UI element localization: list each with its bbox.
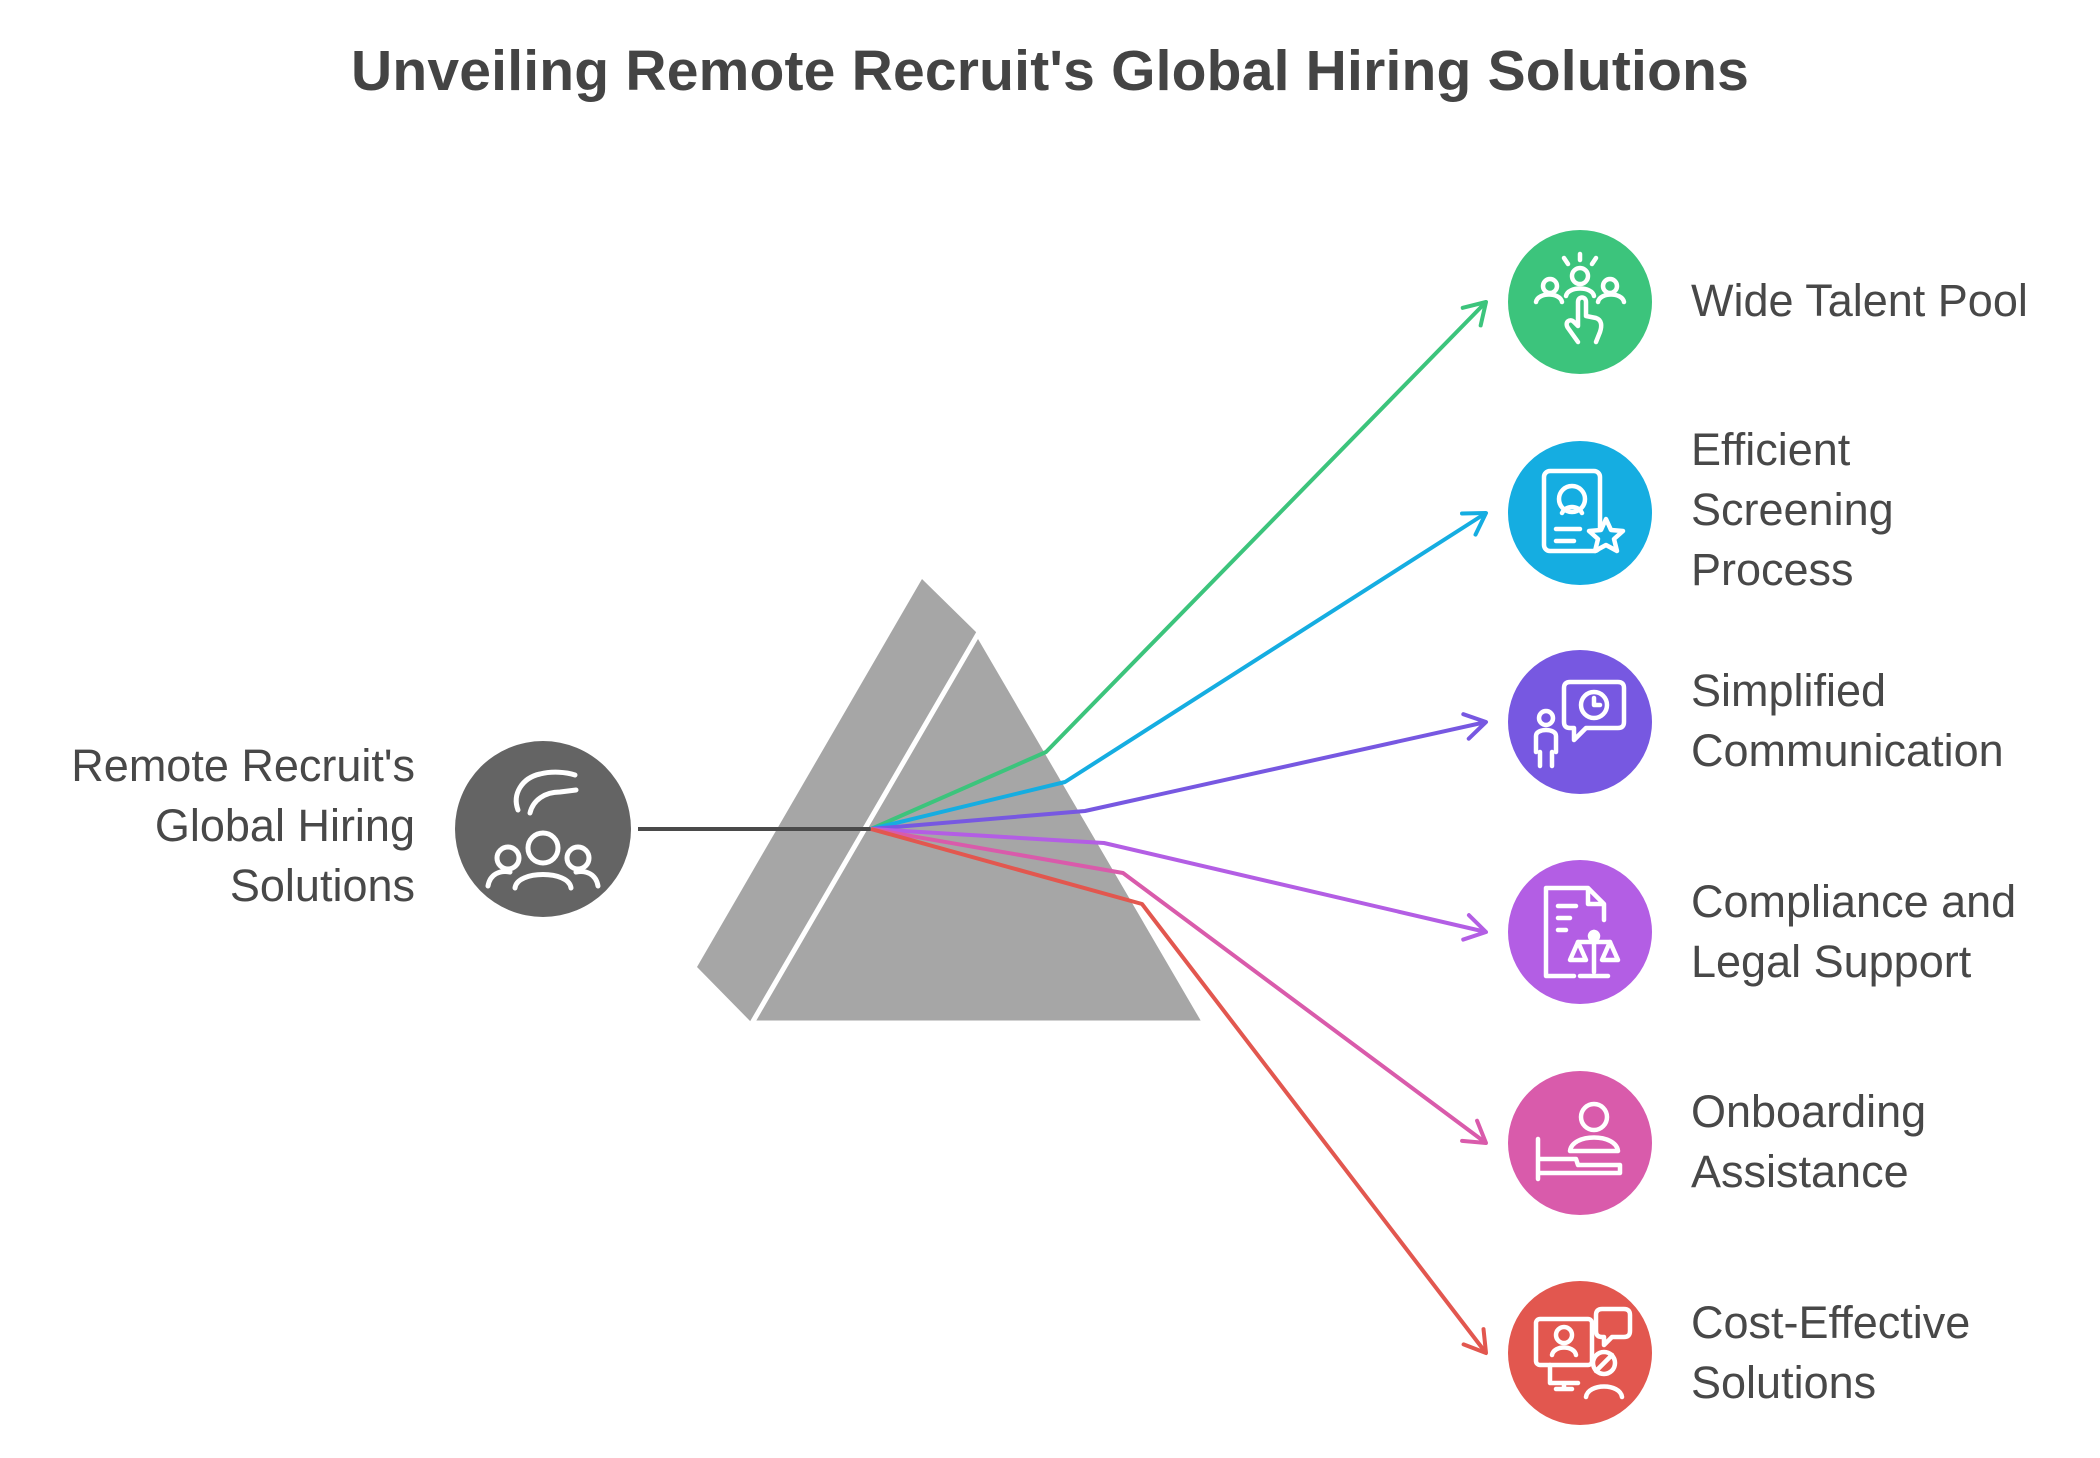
prism-back-face [697,579,978,1023]
output-node [1508,230,1652,374]
profile-star-icon [1541,468,1626,554]
output-ray [870,720,1487,831]
output-label-cost-effective: Cost-Effective Solutions [1691,1293,1970,1413]
page-title: Unveiling Remote Recruit's Global Hiring… [350,39,1750,103]
output-ray [870,827,1487,934]
output-label-line: Efficient [1691,424,1851,475]
hands-with-team-icon [485,769,601,891]
output-ray [870,827,1488,1145]
output-node-circle [1508,1281,1652,1425]
output-label-onboarding: Onboarding Assistance [1691,1082,1926,1202]
output-label-line: Solutions [1691,1357,1877,1408]
output-label-line: Simplified [1691,665,1887,716]
arrowhead [1461,913,1488,942]
arrowhead [1461,1327,1488,1355]
output-label-line: Onboarding [1691,1086,1927,1137]
output-label-compliance-legal: Compliance and Legal Support [1691,872,2016,992]
output-ray [870,300,1488,831]
output-label-line: Wide Talent Pool [1691,275,2028,326]
output-label-line: Cost-Effective [1691,1297,1971,1348]
onboarding-icon [1535,1101,1623,1182]
output-label-line: Legal Support [1691,936,1972,987]
output-label-line: Compliance and [1691,876,2017,927]
source-label-line: Remote Recruit's [71,740,415,791]
team-select-icon [1533,251,1627,345]
source-node [455,741,631,917]
arrowhead [1460,511,1488,537]
output-ray [870,827,1488,1355]
output-label-line: Screening [1691,484,1894,535]
arrowhead [1460,1118,1488,1145]
source-label: Remote Recruit's Global Hiring Solutions [71,736,415,916]
legal-document-icon [1543,885,1621,979]
arrowhead [1460,300,1488,328]
source-label-line: Global Hiring [154,800,415,851]
output-node [1508,1071,1652,1215]
output-node [1508,860,1652,1004]
output-node [1508,1281,1652,1425]
output-label-line: Communication [1691,725,2004,776]
output-label-line: Process [1691,544,1854,595]
output-rays [870,300,1488,1355]
chat-clock-icon [1533,679,1627,769]
output-node-circle [1508,860,1652,1004]
output-label-efficient-screening: Efficient Screening Process [1691,420,1894,600]
arrowhead [1461,712,1488,741]
output-node [1508,441,1652,585]
output-label-simplified-communication: Simplified Communication [1691,661,2004,781]
source-circle [455,741,631,917]
video-consult-icon [1533,1306,1633,1400]
output-ray [870,511,1488,831]
output-label-wide-talent-pool: Wide Talent Pool [1691,271,2028,331]
output-node [1508,650,1652,794]
source-label-line: Solutions [229,860,415,911]
output-nodes [1508,230,1652,1425]
output-node-circle [1508,650,1652,794]
output-label-line: Assistance [1691,1146,1909,1197]
output-node-circle [1508,1071,1652,1215]
